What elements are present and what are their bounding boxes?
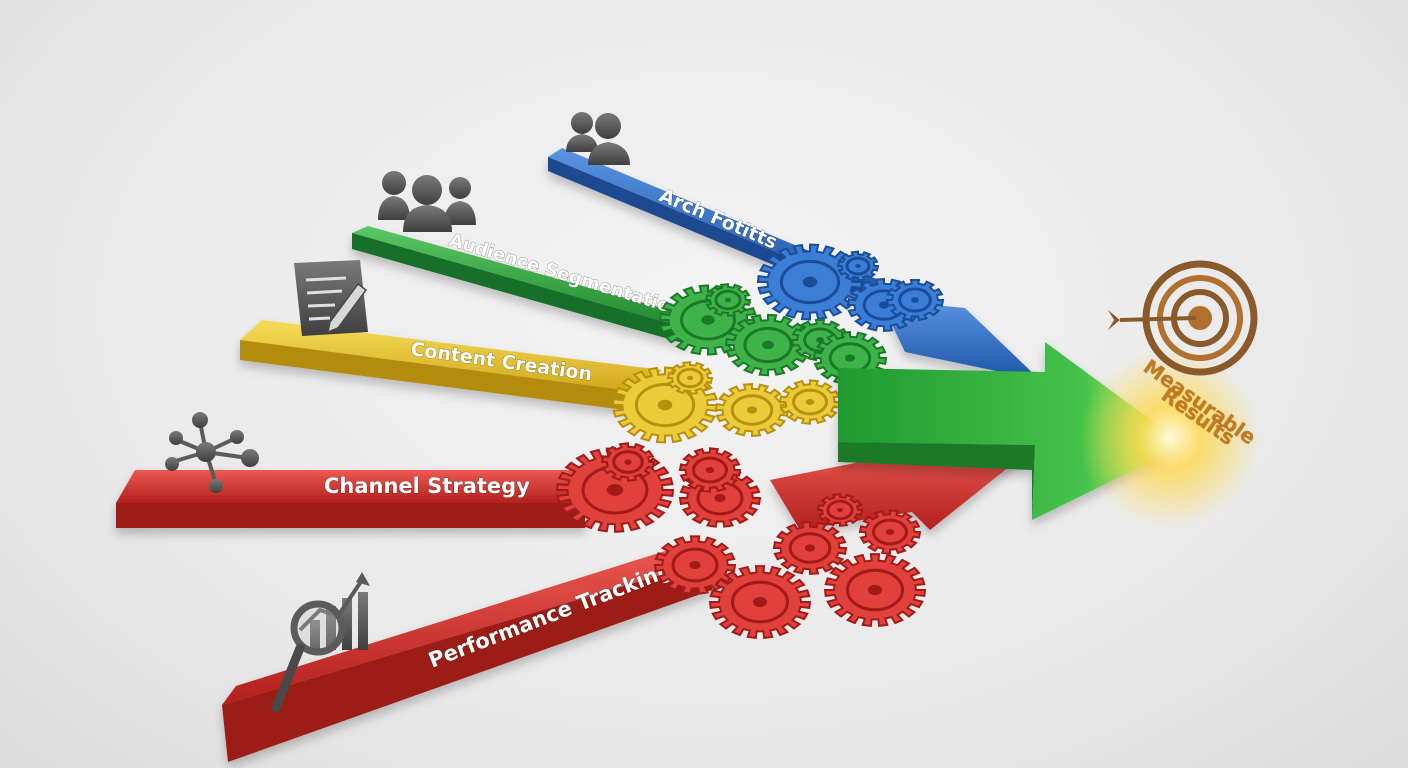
gear-red-22 [816,493,864,527]
arrow-bar-green-side [352,233,690,345]
stream-label-channel: Channel Strategy [324,474,530,498]
arrow-bar-red-channel-front [116,503,585,528]
gear-red-18 [708,565,812,640]
document-pen-icon [294,260,368,336]
gear-red-16 [600,442,656,482]
arrow-bar-red-performance-front [222,560,712,762]
gear-green-6 [704,283,752,317]
arrow-bar-red-performance [222,540,712,705]
gear-red-19 [772,521,848,575]
gear-red-15 [678,447,742,493]
arrow-bar-red-channel [116,470,600,503]
result-arrow-side [838,442,1035,520]
network-nodes-icon [165,412,259,493]
target-arrow-icon [1108,260,1258,376]
group-people-icon [378,171,476,232]
gear-blue-0 [756,243,864,321]
gear-yellow-11 [666,361,714,395]
magnifier-chart-icon [271,572,370,713]
gear-red-21 [858,509,922,555]
gear-green-5 [724,313,812,377]
arrow-bar-yellow-side [240,340,640,412]
stream-green [352,226,705,345]
stream-yellow [240,320,662,412]
gear-yellow-12 [778,379,842,425]
gear-blue-3 [885,279,945,322]
gear-red-17 [653,535,737,595]
two-people-icon [566,112,630,165]
gear-yellow-10 [714,383,790,437]
gear-clusters [555,243,945,640]
result-glow [1080,348,1260,528]
stream-red-channel [116,470,600,528]
gear-blue-1 [836,250,880,282]
arrow-bar-green [352,226,705,329]
arrow-bar-yellow [240,320,662,392]
stream-red-performance [222,540,712,762]
gear-red-20 [823,553,927,628]
